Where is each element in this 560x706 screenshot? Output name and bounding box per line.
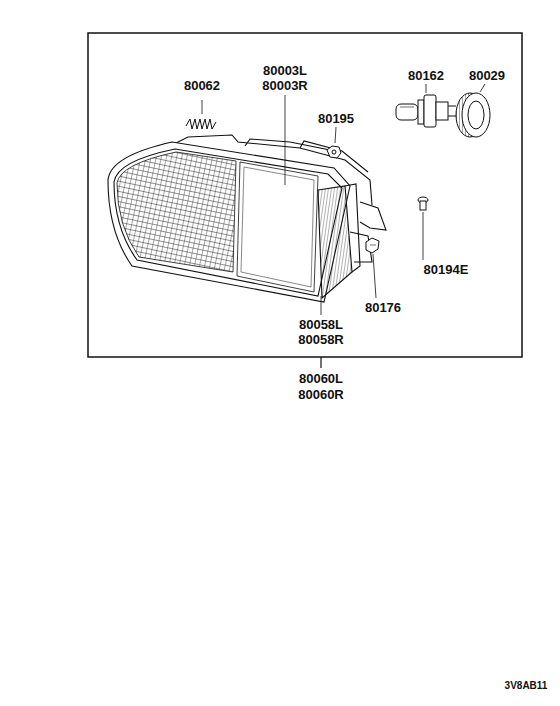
spring — [186, 100, 216, 129]
leader-line — [320, 357, 321, 368]
callout-number: 80194E — [423, 262, 470, 277]
callout-number: 80058R — [297, 332, 345, 347]
callout-number: 80003L — [262, 63, 308, 78]
callout-number: 80162 — [407, 68, 445, 83]
callout-number: 80058L — [298, 317, 344, 332]
clip — [366, 238, 379, 298]
callout-number: 80062 — [183, 78, 221, 93]
leader-line — [285, 95, 286, 185]
callout-number: 80003R — [261, 78, 309, 93]
socket-ring — [456, 84, 490, 137]
callout-number: 80029 — [468, 68, 506, 83]
assembly-number: 80060R — [297, 387, 345, 402]
screw — [418, 197, 428, 260]
headlamp-body — [108, 135, 386, 302]
bulb — [396, 84, 456, 127]
assembly-number: 80060L — [298, 371, 344, 386]
group-frame — [88, 33, 522, 357]
callout-number: 80195 — [317, 111, 355, 126]
nut — [327, 127, 341, 158]
figure-code: 3V8AB11 — [504, 680, 549, 692]
callout-number: 80176 — [364, 300, 402, 315]
leader-line — [321, 296, 322, 315]
